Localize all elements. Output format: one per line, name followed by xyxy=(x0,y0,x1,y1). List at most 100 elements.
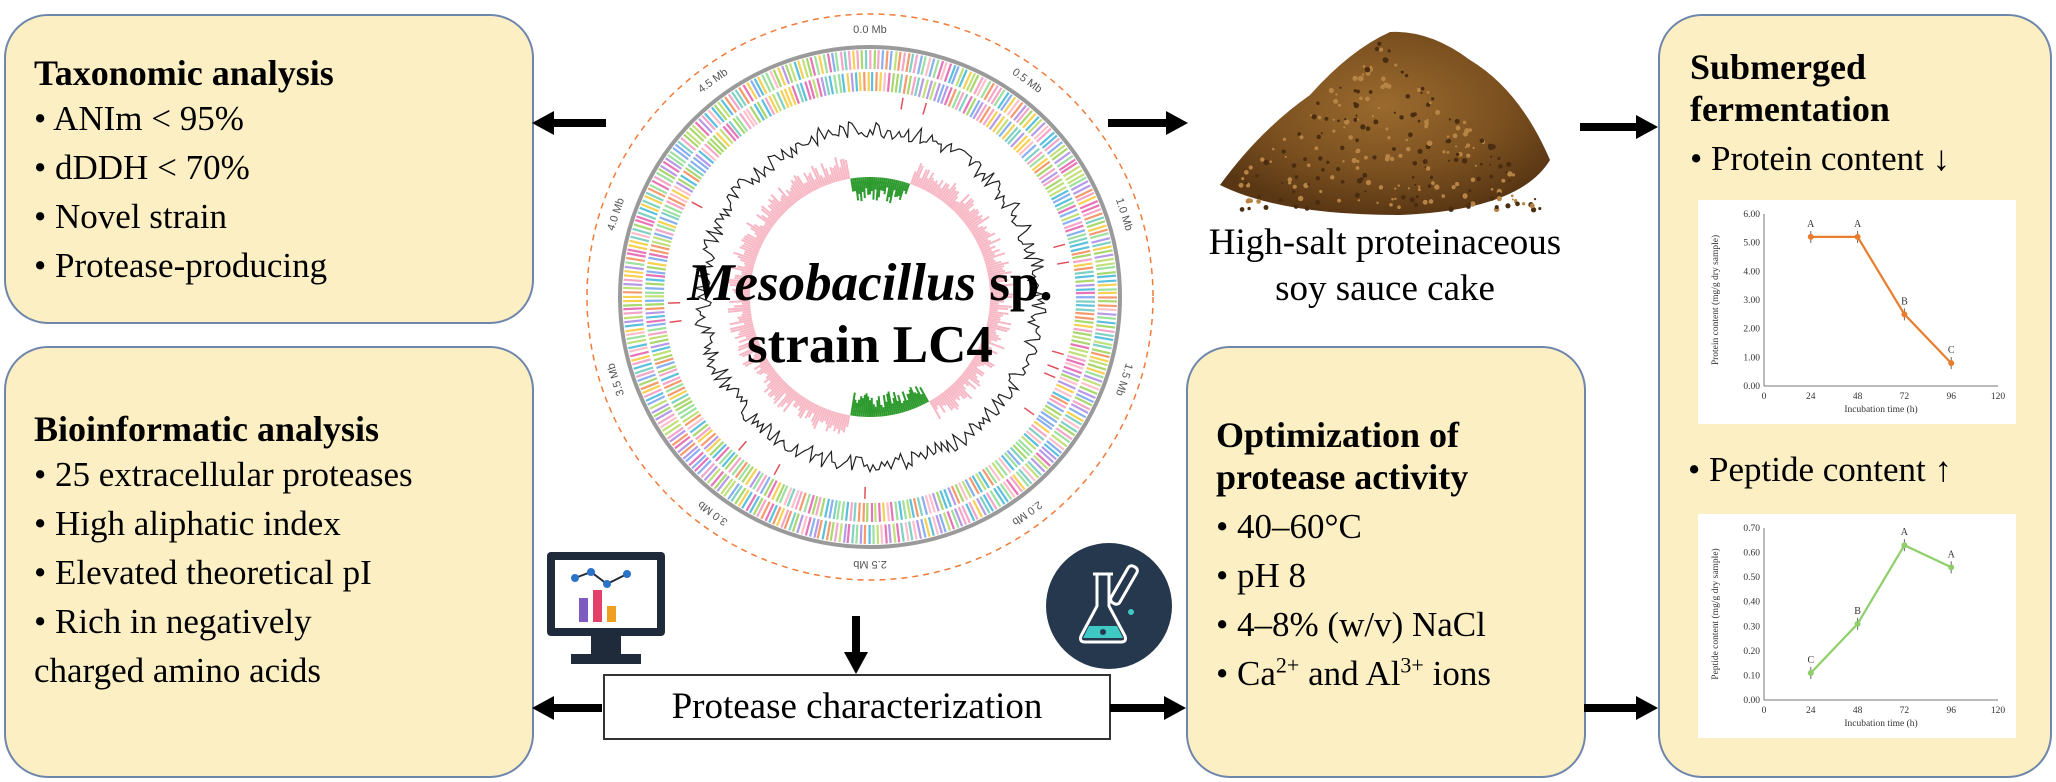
gc-skew-track xyxy=(770,194,788,212)
cds-forward-band xyxy=(826,53,833,73)
cds-reverse-band xyxy=(1052,391,1071,402)
cds-reverse-band xyxy=(1069,346,1089,354)
cds-forward-band xyxy=(703,465,719,482)
cds-reverse-band xyxy=(804,81,812,101)
cds-forward-band xyxy=(636,215,655,224)
soy-speck xyxy=(1353,89,1357,93)
cds-reverse-band xyxy=(1074,319,1094,324)
soy-speck xyxy=(1282,137,1287,141)
cds-forward-band xyxy=(973,76,984,95)
gc-skew-track xyxy=(766,368,775,376)
cds-reverse-band xyxy=(783,88,793,107)
gc-skew-track xyxy=(729,300,751,303)
cds-forward-band xyxy=(908,53,915,73)
cds-reverse-band xyxy=(667,386,686,397)
gc-skew-track xyxy=(987,269,1006,276)
cds-forward-band xyxy=(1077,389,1096,400)
gc-skew-track xyxy=(742,237,762,248)
soy-speck xyxy=(1332,129,1336,133)
soy-speck xyxy=(1417,119,1421,123)
soy-speck xyxy=(1248,165,1253,170)
gc-skew-track xyxy=(986,325,1008,333)
cds-forward-band xyxy=(1036,127,1052,143)
gc-skew-track xyxy=(768,198,785,215)
cds-reverse-band xyxy=(685,167,702,180)
cds-reverse-band xyxy=(1017,438,1034,454)
cds-reverse-band xyxy=(845,501,850,521)
gc-skew-track xyxy=(946,388,957,401)
cds-reverse-band xyxy=(978,471,991,489)
soy-speck xyxy=(1324,116,1329,121)
gc-skew-track xyxy=(837,413,844,434)
gc-skew-track xyxy=(812,404,819,414)
cds-forward-band xyxy=(1097,288,1117,292)
soy-speck xyxy=(1333,98,1339,104)
cds-forward-band xyxy=(1094,253,1114,259)
cds-reverse-band xyxy=(721,451,736,468)
gc-skew-track xyxy=(763,224,772,231)
gc-skew-track xyxy=(763,376,782,393)
gc-skew-track xyxy=(754,348,763,355)
cds-forward-band xyxy=(665,157,683,170)
gc-skew-track xyxy=(977,238,989,246)
gc-skew-track xyxy=(971,225,984,235)
cds-forward-band xyxy=(957,506,968,525)
cds-reverse-band xyxy=(1073,262,1093,268)
cds-reverse-band xyxy=(1064,224,1084,233)
cds-reverse-band xyxy=(745,108,758,126)
soy-speck xyxy=(1381,76,1386,82)
cds-reverse-band xyxy=(645,314,665,319)
cds-forward-band xyxy=(1049,144,1066,158)
gc-skew-track xyxy=(938,394,947,406)
cds-reverse-band xyxy=(968,476,980,495)
cds-forward-band xyxy=(885,50,889,70)
cds-reverse-band xyxy=(1062,369,1081,379)
cds-reverse-band xyxy=(724,454,739,471)
cds-reverse-band xyxy=(1074,270,1094,275)
cds-reverse-band xyxy=(653,353,673,362)
soy-speck xyxy=(1340,179,1345,184)
gc-skew-track xyxy=(888,179,894,198)
gc-skew-track xyxy=(803,182,811,194)
gc-skew-track xyxy=(856,177,861,195)
gc-skew-track xyxy=(786,390,797,404)
cds-forward-band xyxy=(1062,417,1080,430)
cds-forward-band xyxy=(724,96,738,114)
cds-forward-band xyxy=(851,524,855,544)
cds-reverse-band xyxy=(1012,444,1028,460)
gc-skew-track xyxy=(987,318,1012,326)
cds-reverse-band xyxy=(820,77,827,97)
cds-reverse-band xyxy=(648,330,668,337)
cds-forward-band xyxy=(783,510,793,530)
series-line xyxy=(1810,235,1952,364)
bioinformatic-bullet: • Elevated theoretical pI xyxy=(34,553,372,592)
gc-skew-track xyxy=(792,394,802,408)
cds-forward-band xyxy=(932,59,940,79)
cds-forward-band xyxy=(658,168,676,180)
cds-reverse-band xyxy=(853,502,857,522)
cds-reverse-band xyxy=(1042,174,1060,187)
gc-skew-track xyxy=(852,178,857,192)
cds-reverse-band xyxy=(652,349,672,357)
cds-reverse-band xyxy=(679,407,698,420)
soy-speck xyxy=(1425,166,1431,171)
soy-speck xyxy=(1238,182,1244,188)
rna-mark xyxy=(669,320,682,324)
gc-skew-track xyxy=(797,399,810,417)
cds-forward-band xyxy=(671,432,689,447)
cds-forward-band xyxy=(638,377,658,387)
x-tick-label: 72 xyxy=(1900,706,1910,716)
cds-reverse-band xyxy=(763,478,775,497)
cds-forward-band xyxy=(710,470,725,487)
soy-speck xyxy=(1389,156,1395,162)
cds-reverse-band xyxy=(715,131,731,148)
cds-reverse-band xyxy=(645,303,665,306)
gc-skew-track xyxy=(882,407,886,417)
gc-skew-track xyxy=(737,341,760,352)
gc-skew-track xyxy=(728,278,752,284)
cds-forward-band xyxy=(633,223,653,232)
cds-reverse-band xyxy=(997,457,1012,474)
gc-skew-track xyxy=(743,242,760,252)
cds-forward-band xyxy=(737,489,750,507)
